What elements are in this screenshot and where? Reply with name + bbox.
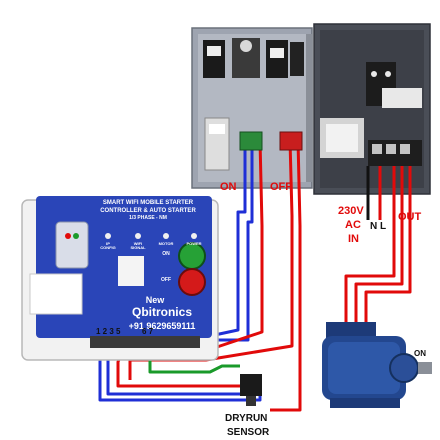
wire-green <box>148 342 240 374</box>
starter-panel-right-door <box>313 23 431 195</box>
ac-label: AC <box>345 219 361 231</box>
terminal-numbers-b: 6 7 <box>142 327 154 336</box>
green-terminal-module <box>239 131 263 151</box>
wire-red-off-1 <box>128 139 294 380</box>
brand-name: Qbitronics <box>131 305 192 319</box>
red-terminal-module <box>279 131 303 151</box>
sensor-label: SENSOR <box>227 427 270 438</box>
n-label: N <box>370 221 378 232</box>
dryrun-sensor <box>240 374 262 406</box>
voltage-label: 230V <box>338 205 364 217</box>
controller-title-3: 1/3 PHASE - NM <box>129 215 167 221</box>
brand-new: New <box>145 295 165 305</box>
on-button-label: ON <box>162 251 170 257</box>
dryrun-label: DRYRUN <box>225 413 268 424</box>
controller-title-2: CONTROLLER & AUTO STARTER <box>100 208 196 214</box>
terminal-numbers-a: 1 2 3 5 <box>96 327 121 336</box>
brand-phone: +91 9629659111 <box>128 321 196 331</box>
in-label: IN <box>348 233 359 245</box>
off-label: OFF <box>270 181 292 193</box>
wire-red-out-2 <box>354 166 404 322</box>
wire-red-off-2 <box>270 139 302 412</box>
motor <box>322 322 432 408</box>
l-label: L <box>380 221 387 232</box>
controller-title-1: SMART WIFI MOBILE STARTER <box>102 200 194 206</box>
wire-red-out-3 <box>364 166 412 322</box>
on-label: ON <box>220 181 237 193</box>
indicator-3-label: MOTOR <box>158 241 174 246</box>
off-button-label: OFF <box>161 277 171 283</box>
controller-enclosure <box>21 196 219 361</box>
wire-red-out-1 <box>344 166 396 322</box>
on-button-graphic <box>178 242 206 270</box>
indicator-4-label: POWER <box>186 241 202 246</box>
out-label: OUT <box>398 211 422 223</box>
off-button-graphic <box>178 268 206 296</box>
motor-on-label: ON <box>414 349 426 358</box>
